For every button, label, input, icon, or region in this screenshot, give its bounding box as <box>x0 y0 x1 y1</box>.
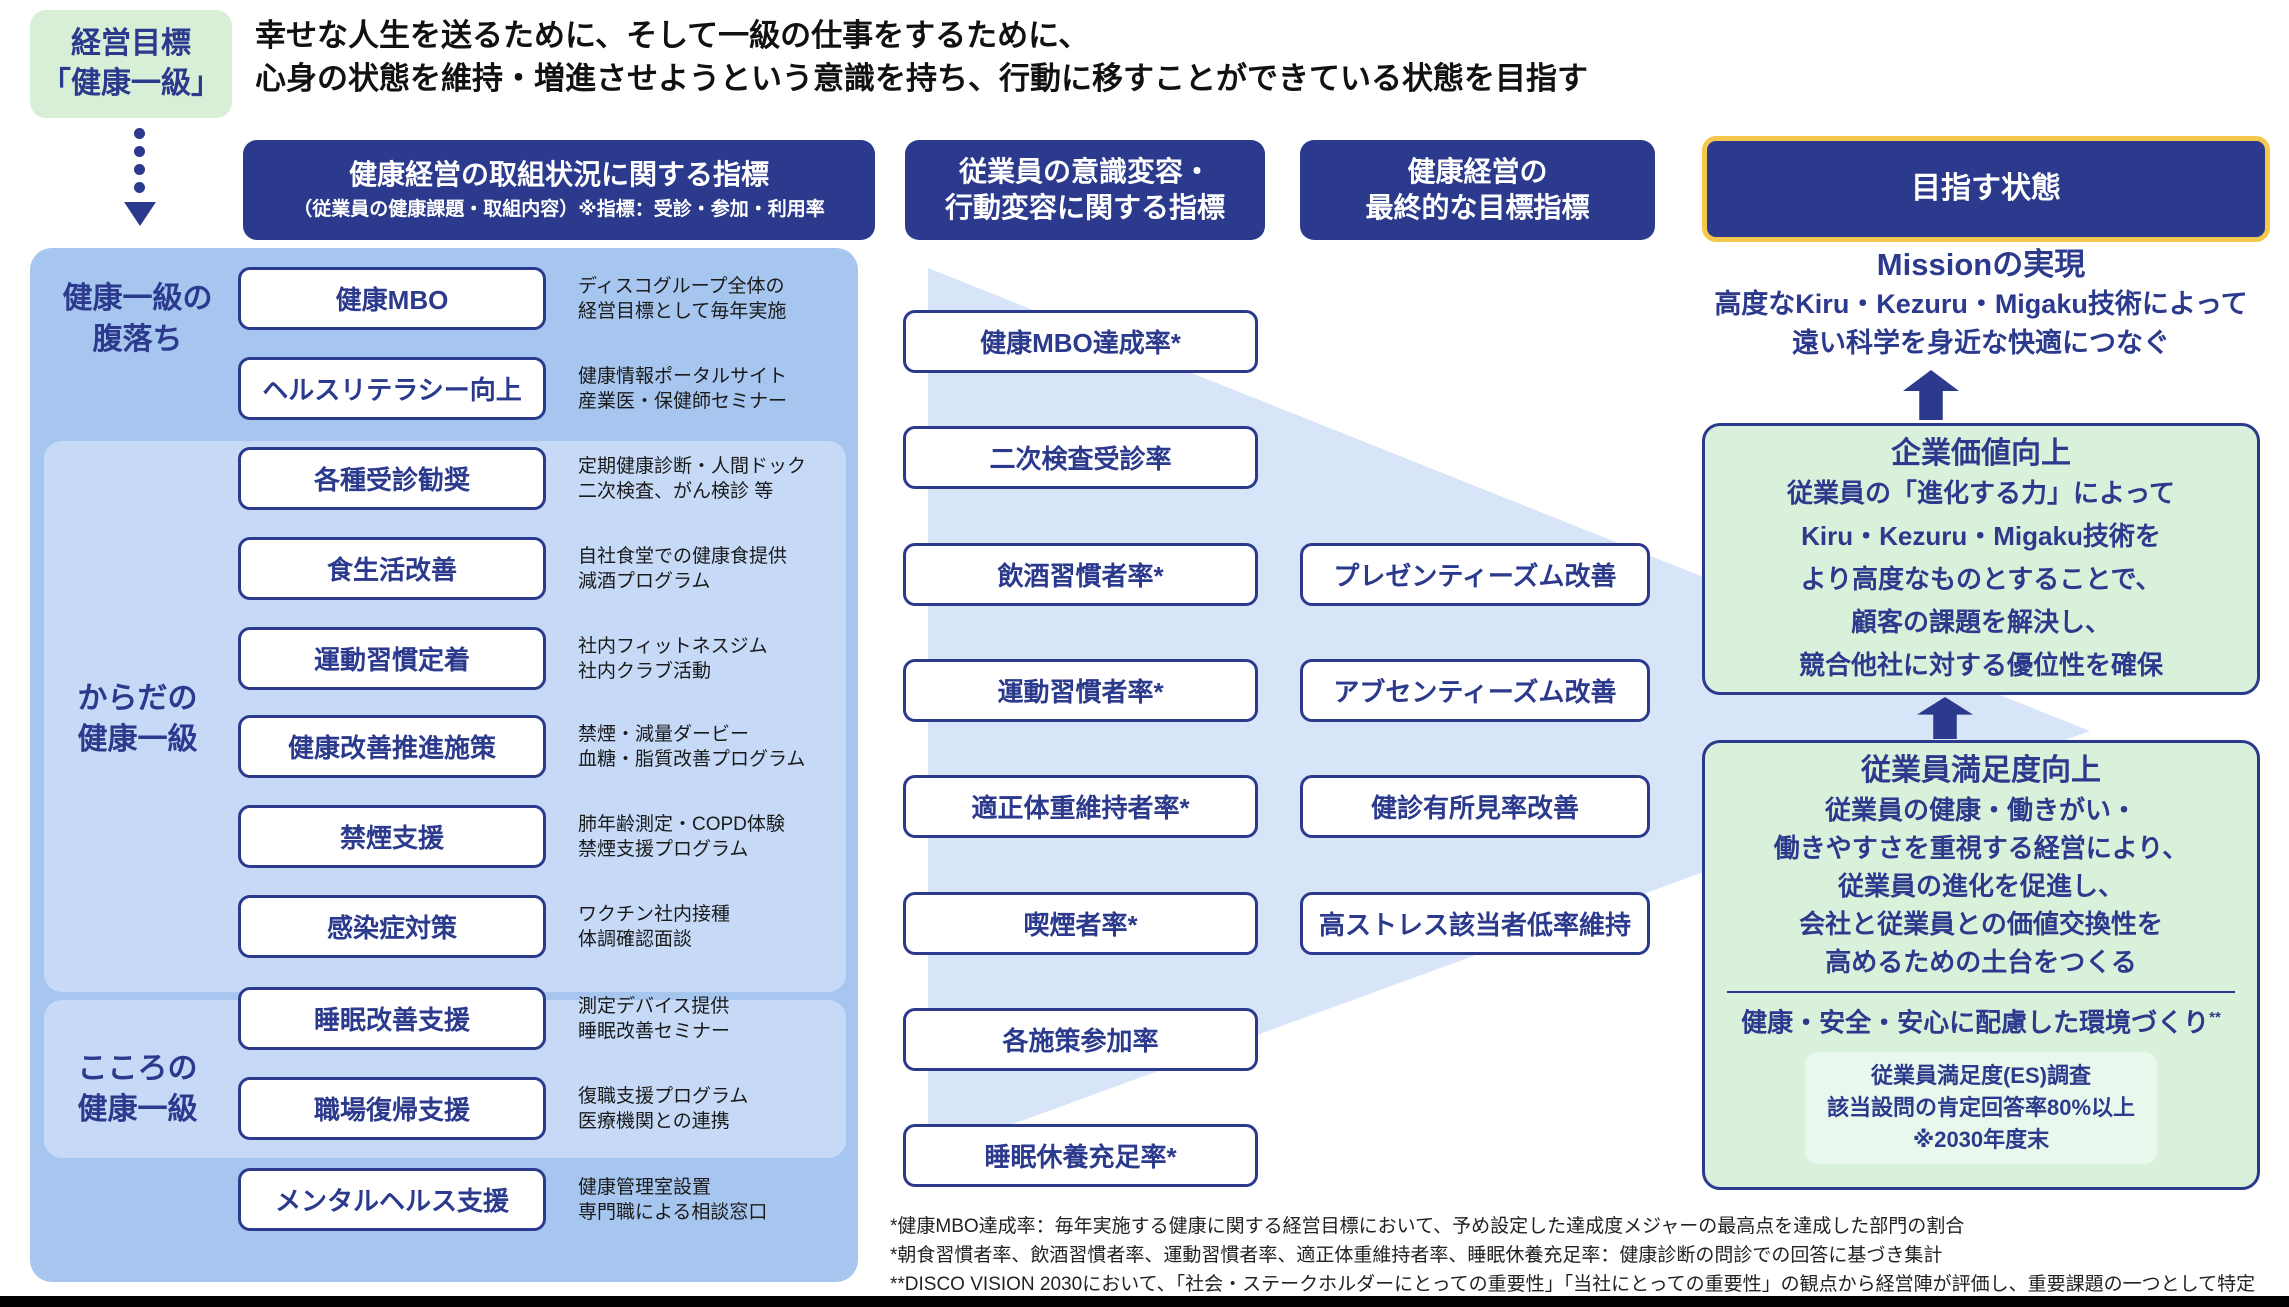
environment-line: 健康・安全・安心に配慮した環境づくり** <box>1705 1001 2257 1040</box>
awareness-indicator-box: 健康MBO達成率* <box>903 310 1258 373</box>
goal-indicator-box: プレゼンティーズム改善 <box>1300 543 1650 606</box>
initiative-label: 運動習慣定着 <box>313 645 470 675</box>
initiative-label: 禁煙支援 <box>339 823 444 853</box>
initiative-label: 健康改善推進施策 <box>287 733 496 763</box>
corporate-value-title: 企業価値向上 <box>1891 437 2071 470</box>
initiative-box: 健康改善推進施策 <box>238 715 546 778</box>
header-final-goal: 健康経営の 最終的な目標指標 <box>1300 140 1655 240</box>
awareness-indicator-label: 適正体重維持者率* <box>971 793 1190 823</box>
awareness-indicator-box: 睡眠休養充足率* <box>903 1124 1258 1187</box>
initiative-desc: 定期健康診断・人間ドック 二次検査、がん検診 等 <box>578 456 807 502</box>
initiative-desc: 測定デバイス提供 睡眠改善セミナー <box>578 996 731 1042</box>
employee-satisfaction-title: 従業員満足度向上 <box>1861 754 2101 787</box>
awareness-indicator-label: 運動習慣者率* <box>997 677 1164 707</box>
arrow-dot <box>134 128 145 139</box>
awareness-indicator-label: 睡眠休養充足率* <box>984 1142 1177 1172</box>
goal-indicator-box: アブセンティーズム改善 <box>1300 659 1650 722</box>
initiative-desc: ディスコグループ全体の 経営目標として毎年実施 <box>578 276 787 322</box>
initiative-desc: 社内フィットネスジム 社内クラブ活動 <box>578 636 768 682</box>
awareness-indicator-box: 適正体重維持者率* <box>903 775 1258 838</box>
environment-footnote-mark: ** <box>2209 1009 2221 1026</box>
initiative-box: 各種受診勧奨 <box>238 447 546 510</box>
awareness-indicator-box: 喫煙者率* <box>903 892 1258 955</box>
initiative-desc: 禁煙・減量ダービー 血糖・脂質改善プログラム <box>578 724 806 770</box>
mission-line2: 遠い科学を身近な快適につなぐ <box>1792 328 2170 358</box>
goal-indicator-label: アブセンティーズム改善 <box>1333 677 1617 707</box>
awareness-indicator-label: 健康MBO達成率* <box>980 328 1181 358</box>
goal-box-line1: 経営目標 <box>71 27 191 60</box>
initiative-box: 睡眠改善支援 <box>238 987 546 1050</box>
initiative-box: 運動習慣定着 <box>238 627 546 690</box>
goal-indicator-label: 健診有所見率改善 <box>1370 793 1579 823</box>
awareness-indicator-label: 飲酒習慣者率* <box>997 561 1164 591</box>
initiative-label: 職場復帰支援 <box>313 1095 470 1125</box>
mission-title: Missionの実現 <box>1876 247 2086 282</box>
employee-satisfaction-box: 従業員満足度向上 従業員の健康・働きがい・ 働きやすさを重視する経営により、 従… <box>1702 740 2260 1190</box>
initiative-desc: 健康情報ポータルサイト 産業医・保健師セミナー <box>578 366 788 412</box>
awareness-indicator-label: 二次検査受診率 <box>989 444 1172 474</box>
header-awareness: 従業員の意識変容・ 行動変容に関する指標 <box>905 140 1265 240</box>
initiative-label: 健康MBO <box>335 285 449 315</box>
goal-indicator-label: プレゼンティーズム改善 <box>1333 561 1617 591</box>
section-label-mind: こころの 健康一級 <box>77 1052 198 1126</box>
initiative-label: 感染症対策 <box>326 913 457 943</box>
initiative-box: 感染症対策 <box>238 895 546 958</box>
arrow-dot <box>134 164 145 175</box>
environment-text: 健康・安全・安心に配慮した環境づくり <box>1741 1007 2210 1038</box>
header-awareness-title: 従業員の意識変容・ 行動変容に関する指標 <box>944 156 1225 223</box>
header-target-state-title: 目指す状態 <box>1911 172 2061 205</box>
section-label-understanding: 健康一級の 腹落ち <box>62 282 213 356</box>
header-final-goal-title: 健康経営の 最終的な目標指標 <box>1365 156 1590 223</box>
awareness-indicator-label: 各施策参加率 <box>1002 1026 1159 1056</box>
footnotes: *健康MBO達成率：毎年実施する健康に関する経営目標において、予め設定した達成度… <box>890 1216 2256 1295</box>
bottom-bar <box>0 1296 2289 1307</box>
up-arrow-icon <box>1903 370 1959 420</box>
initiative-desc: ワクチン社内接種 体調確認面談 <box>578 904 731 950</box>
mission-line1: 高度なKiru・Kezuru・Migaku技術によって <box>1714 289 2248 319</box>
initiative-label: 食生活改善 <box>326 555 457 585</box>
corporate-value-box: 企業価値向上 従業員の「進化する力」によって Kiru・Kezuru・Migak… <box>1702 423 2260 695</box>
header-initiatives-subtitle: （従業員の健康課題・取組内容）※指標：受診・参加・利用率 <box>293 199 825 220</box>
arrow-head-icon <box>124 202 156 226</box>
initiative-desc: 肺年齢測定・COPD体験 禁煙支援プログラム <box>578 814 785 860</box>
initiative-box: ヘルスリテラシー向上 <box>238 357 546 420</box>
initiative-desc: 自社食堂での健康食提供 減酒プログラム <box>578 546 788 592</box>
goal-indicator-box: 健診有所見率改善 <box>1300 775 1650 838</box>
divider-line <box>1727 991 2235 993</box>
initiative-desc: 復職支援プログラム 医療機関との連携 <box>578 1086 749 1132</box>
arrow-dot <box>134 146 145 157</box>
initiative-label: メンタルヘルス支援 <box>274 1186 509 1216</box>
initiative-label: ヘルスリテラシー向上 <box>262 375 522 405</box>
header-initiatives-title: 健康経営の取組状況に関する指標 <box>348 159 769 190</box>
goal-box: 経営目標 「健康一級」 <box>30 10 232 118</box>
initiative-box: 職場復帰支援 <box>238 1077 546 1140</box>
arrow-dot <box>134 182 145 193</box>
section-label-body: からだの 健康一級 <box>77 682 198 756</box>
initiative-box: 禁煙支援 <box>238 805 546 868</box>
awareness-indicator-box: 運動習慣者率* <box>903 659 1258 722</box>
awareness-indicator-label: 喫煙者率* <box>1023 910 1138 940</box>
es-survey-note: 従業員満足度(ES)調査 該当設問の肯定回答率80%以上 ※2030年度末 <box>1805 1051 2157 1164</box>
corporate-value-body: 従業員の「進化する力」によって Kiru・Kezuru・Migaku技術を より… <box>1787 478 2175 680</box>
awareness-indicator-box: 各施策参加率 <box>903 1008 1258 1071</box>
initiative-box: 食生活改善 <box>238 537 546 600</box>
initiative-box: 健康MBO <box>238 267 546 330</box>
goal-indicator-box: 高ストレス該当者低率維持 <box>1300 892 1650 955</box>
employee-satisfaction-body: 従業員の健康・働きがい・ 働きやすさを重視する経営により、 従業員の進化を促進し… <box>1773 795 2189 977</box>
initiative-label: 各種受診勧奨 <box>313 465 470 495</box>
initiative-box: メンタルヘルス支援 <box>238 1168 546 1231</box>
goal-indicator-label: 高ストレス該当者低率維持 <box>1318 910 1631 940</box>
mission-text: Missionの実現 高度なKiru・Kezuru・Migaku技術によって 遠… <box>1702 246 2260 362</box>
initiative-desc: 健康管理室設置 専門職による相談窓口 <box>578 1177 768 1223</box>
header-initiatives: 健康経営の取組状況に関する指標 （従業員の健康課題・取組内容）※指標：受診・参加… <box>243 140 875 240</box>
awareness-indicator-box: 二次検査受診率 <box>903 426 1258 489</box>
goal-box-line2: 「健康一級」 <box>41 67 221 100</box>
awareness-indicator-box: 飲酒習慣者率* <box>903 543 1258 606</box>
header-target-state: 目指す状態 <box>1702 136 2270 242</box>
goal-statement: 幸せな人生を送るために、そして一級の仕事をするために、 心身の状態を維持・増進さ… <box>255 18 1588 96</box>
initiative-label: 睡眠改善支援 <box>313 1005 470 1035</box>
